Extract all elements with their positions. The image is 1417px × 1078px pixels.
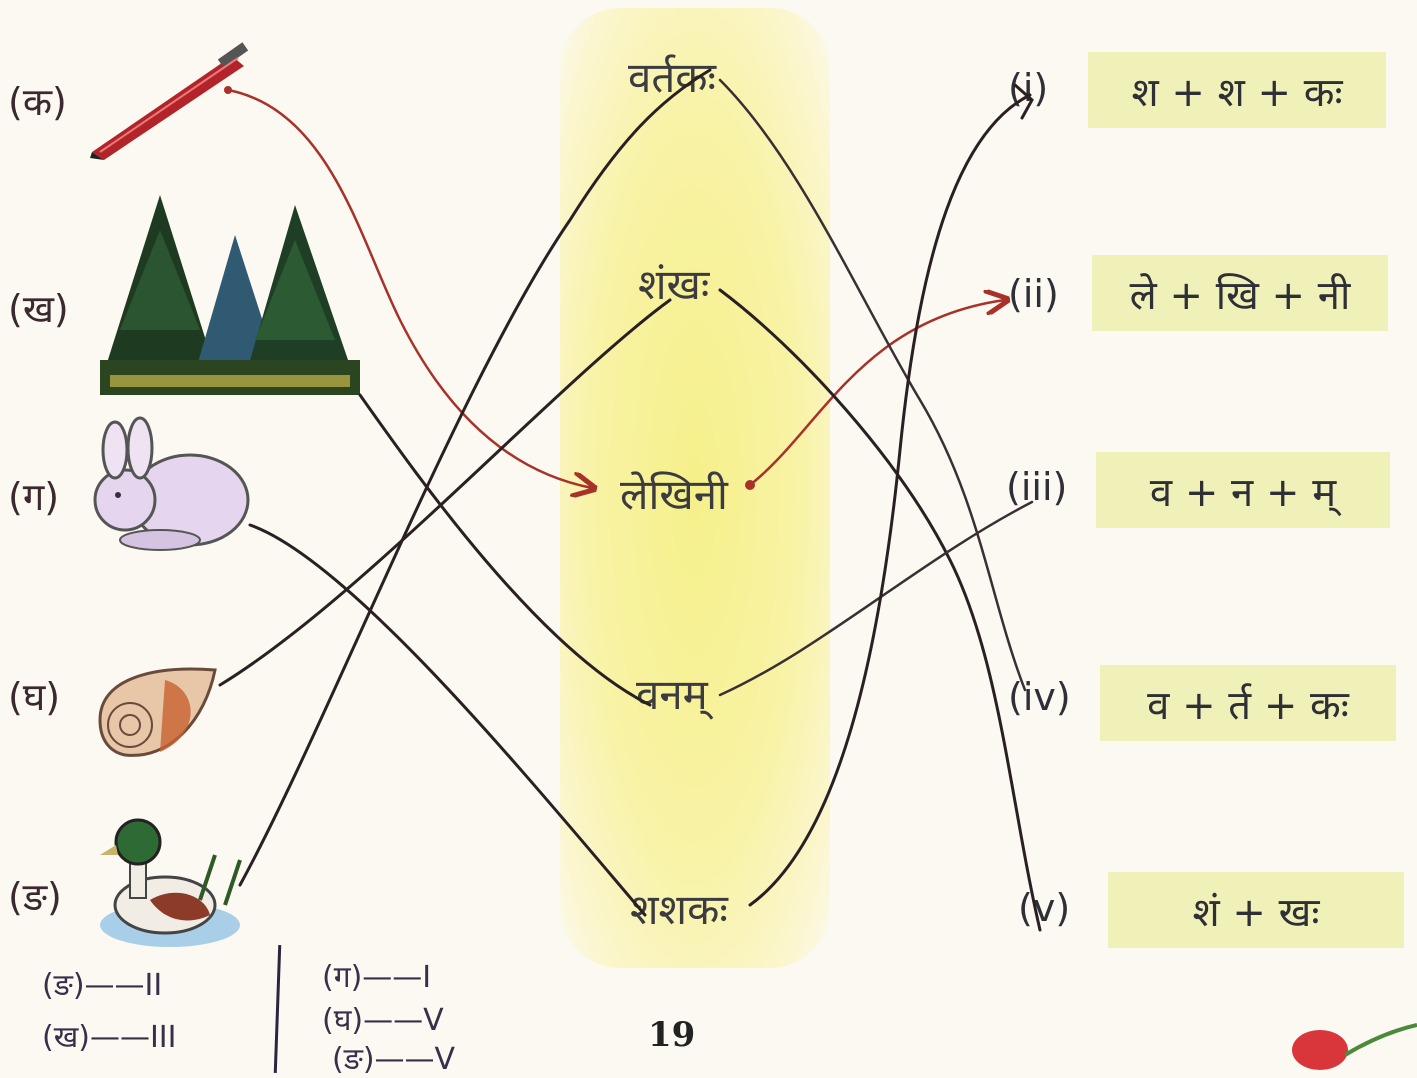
black-line-shankh xyxy=(718,288,1042,932)
word-vartakah: वर्तकः xyxy=(628,53,717,102)
answer-box-1: श + श + कः xyxy=(1088,52,1386,128)
hw-left-1: (ङ)——II xyxy=(42,968,163,1003)
rabbit-icon xyxy=(93,416,250,551)
page-number: 19 xyxy=(648,1015,696,1055)
trees-icon xyxy=(100,195,360,395)
black-line-vartak xyxy=(718,78,1027,692)
red-line-lekhini xyxy=(748,300,1005,487)
answer-box-4: व + र्त + कः xyxy=(1100,665,1396,741)
label-nga: (ङ) xyxy=(8,875,62,919)
word-shankhah: शंखः xyxy=(638,260,710,309)
hw-right-1: (ग)——I xyxy=(322,960,432,995)
hw-right-2: (घ)——V xyxy=(322,1003,444,1038)
label-kha: (ख) xyxy=(8,287,69,331)
numeral-iii: (iii) xyxy=(1006,465,1068,509)
answer-box-2: ले + खि + नी xyxy=(1092,255,1388,331)
hw-right-3: (ङ)——V xyxy=(332,1042,456,1077)
answer-box-5: शं + खः xyxy=(1108,872,1404,948)
word-shashakah: शशकः xyxy=(630,885,728,934)
black-line-vanam xyxy=(718,500,1034,697)
answer-box-3: व + न + म् xyxy=(1096,452,1390,528)
black-line-shashak xyxy=(748,93,1032,907)
numeral-v: (v) xyxy=(1018,886,1071,930)
label-ga: (ग) xyxy=(8,475,60,519)
black-line-duck xyxy=(238,68,712,887)
duck-icon xyxy=(100,818,242,947)
word-lekhini: लेखिनी xyxy=(620,470,728,519)
label-gha: (घ) xyxy=(8,675,61,719)
numeral-ii: (ii) xyxy=(1008,272,1059,316)
hw-left-2: (ख)——III xyxy=(42,1020,177,1055)
pen-icon xyxy=(90,42,249,160)
red-line-pen xyxy=(226,88,592,488)
conch-icon xyxy=(98,667,217,757)
label-ka: (क) xyxy=(8,80,67,124)
black-line-trees xyxy=(358,393,652,707)
numeral-iv: (iv) xyxy=(1008,675,1071,719)
black-line-conch xyxy=(218,298,672,687)
word-vanam: वनम् xyxy=(636,670,708,719)
black-line-rabbit xyxy=(248,523,647,917)
